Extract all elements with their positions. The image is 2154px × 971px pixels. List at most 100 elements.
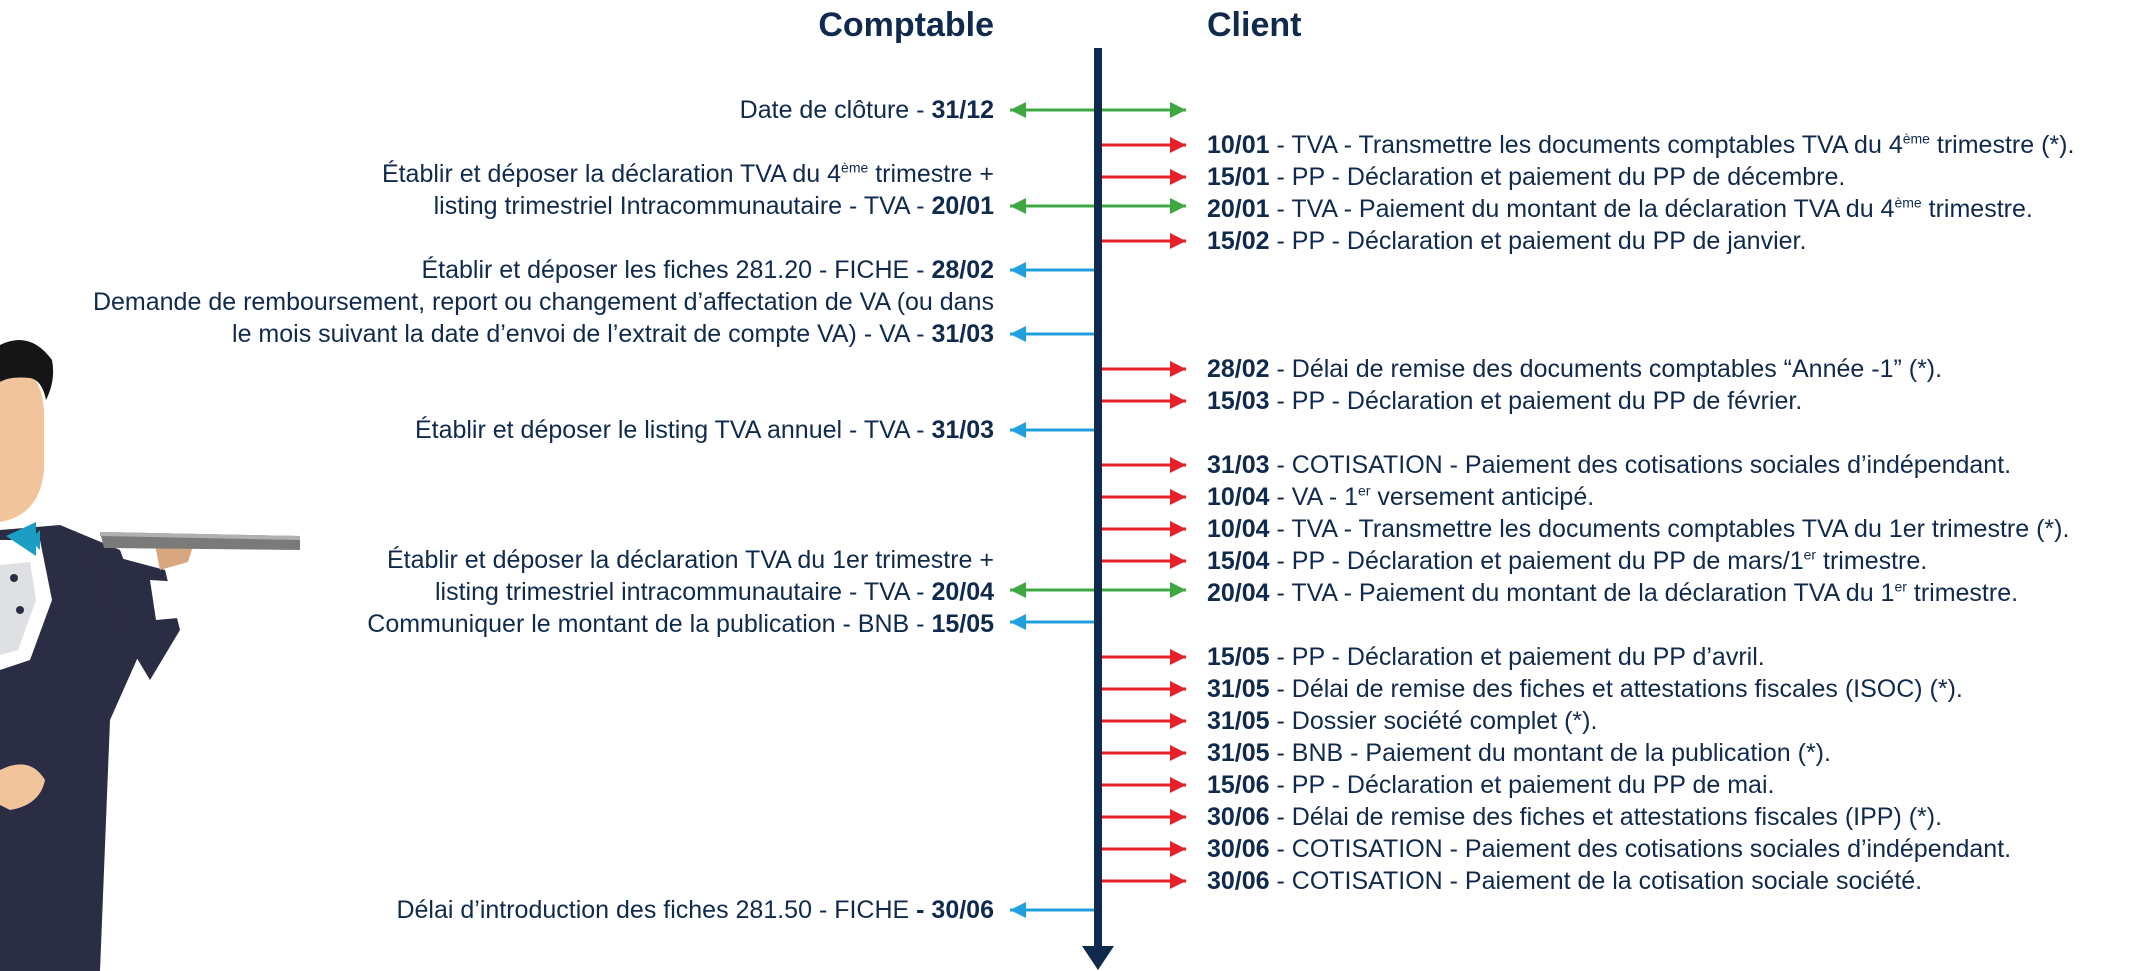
green-arrow-left [1010, 198, 1094, 214]
client-item: 20/04 - TVA - Paiement du montant de la … [1207, 577, 2147, 609]
deadline-date: 10/04 [1207, 515, 1270, 543]
superscript: er [1894, 578, 1907, 595]
item-text: - Délai de remise des fiches et attestat… [1269, 803, 1943, 831]
blue-arrow [1010, 902, 1094, 918]
deadline-date: 15/02 [1207, 227, 1270, 255]
red-arrow [1102, 169, 1186, 185]
client-item: 31/05 - BNB - Paiement du montant de la … [1207, 737, 2147, 769]
line-text: listing trimestriel Intracommunautaire -… [433, 192, 932, 220]
client-item: 30/06 - COTISATION - Paiement de la coti… [1207, 865, 2147, 897]
client-item: 30/06 - Délai de remise des fiches et at… [1207, 801, 2147, 833]
red-arrow [1102, 745, 1186, 761]
client-item: 28/02 - Délai de remise des documents co… [1207, 353, 2147, 385]
deadline-date: 15/04 [1207, 547, 1270, 575]
line-text: Date de clôture - [739, 96, 932, 124]
red-arrow [1102, 233, 1186, 249]
comptable-item-line: Établir et déposer la déclaration TVA du… [0, 544, 994, 576]
deadline-date: 28/02 [931, 256, 994, 284]
item-text: trimestre (*). [1929, 131, 2075, 159]
comptable-item-line: Établir et déposer les fiches 281.20 - F… [0, 254, 994, 286]
comptable-item-line: Date de clôture - 31/12 [0, 94, 994, 126]
comptable-item-line: le mois suivant la date d’envoi de l’ext… [0, 318, 994, 350]
blue-arrow [1010, 614, 1094, 630]
deadline-date: 30/06 [1207, 835, 1270, 863]
line-text: Établir et déposer le listing TVA annuel… [414, 416, 932, 444]
deadline-date: 28/02 [1207, 355, 1270, 383]
line-text: Communiquer le montant de la publication… [367, 610, 932, 638]
item-text: - COTISATION - Paiement de la cotisation… [1269, 867, 1923, 895]
red-arrow [1102, 809, 1186, 825]
line-text: listing trimestriel intracommunautaire -… [434, 578, 932, 606]
red-arrow [1102, 649, 1186, 665]
item-text: - Délai de remise des fiches et attestat… [1269, 675, 1963, 703]
timeline-axis [1094, 48, 1102, 948]
timeline-arrow-head [1082, 946, 1114, 970]
comptable-item: Délai d’introduction des fiches 281.50 -… [0, 894, 994, 926]
blue-arrow [1010, 326, 1094, 342]
item-text: - PP - Déclaration et paiement du PP de … [1269, 387, 1803, 415]
comptable-item-line: Établir et déposer la déclaration TVA du… [0, 158, 994, 190]
waiter-icon [0, 340, 300, 971]
line-text: Établir et déposer la déclaration TVA du… [381, 160, 842, 188]
item-text: - Délai de remise des documents comptabl… [1269, 355, 1943, 383]
deadline-date: - 30/06 [916, 896, 994, 924]
item-text: - PP - Déclaration et paiement du PP de … [1269, 547, 1804, 575]
deadline-date: 10/01 [1207, 131, 1270, 159]
comptable-item: Établir et déposer la déclaration TVA du… [0, 544, 994, 608]
line-text: Établir et déposer les fiches 281.20 - F… [421, 256, 932, 284]
line-text: Demande de remboursement, report ou chan… [92, 288, 994, 316]
item-text: - TVA - Transmettre les documents compta… [1269, 131, 1903, 159]
deadline-date: 31/05 [1207, 739, 1270, 767]
comptable-item-line: listing trimestriel Intracommunautaire -… [0, 190, 994, 222]
comptable-header: Comptable [818, 6, 994, 44]
comptable-item-line: Communiquer le montant de la publication… [0, 608, 994, 640]
client-item: 31/03 - COTISATION - Paiement des cotisa… [1207, 449, 2147, 481]
deadline-date: 30/06 [1207, 867, 1270, 895]
comptable-item: Communiquer le montant de la publication… [0, 608, 994, 640]
item-text: - VA - 1 [1269, 483, 1359, 511]
deadline-date: 20/01 [1207, 195, 1270, 223]
comptable-item: Date de clôture - 31/12 [0, 94, 994, 126]
deadline-date: 31/12 [931, 96, 994, 124]
superscript: er [1803, 546, 1817, 563]
green-arrow-left [1010, 582, 1094, 598]
green-arrow-right [1102, 102, 1186, 118]
line-text: le mois suivant la date d’envoi de l’ext… [232, 320, 932, 348]
red-arrow [1102, 873, 1186, 889]
item-text: - PP - Déclaration et paiement du PP d’a… [1269, 643, 1765, 671]
comptable-item-line: Délai d’introduction des fiches 281.50 -… [0, 894, 994, 926]
client-item: 30/06 - COTISATION - Paiement des cotisa… [1207, 833, 2147, 865]
comptable-item: Établir et déposer la déclaration TVA du… [0, 158, 994, 222]
deadline-date: 20/01 [931, 192, 994, 220]
client-item: 15/05 - PP - Déclaration et paiement du … [1207, 641, 2147, 673]
deadline-date: 15/01 [1207, 163, 1270, 191]
comptable-item-line: listing trimestriel intracommunautaire -… [0, 576, 994, 608]
comptable-item: Établir et déposer le listing TVA annuel… [0, 414, 994, 446]
line-text: trimestre + [868, 160, 994, 188]
comptable-item: Demande de remboursement, report ou chan… [0, 286, 994, 350]
item-text: - PP - Déclaration et paiement du PP de … [1269, 227, 1807, 255]
client-header: Client [1207, 6, 1302, 44]
item-text: - Dossier société complet (*). [1269, 707, 1598, 735]
comptable-item-line: Demande de remboursement, report ou chan… [0, 286, 994, 318]
red-arrow [1102, 489, 1186, 505]
line-text: Établir et déposer la déclaration TVA du… [386, 546, 994, 574]
red-arrow [1102, 777, 1186, 793]
item-text: - BNB - Paiement du montant de la public… [1269, 739, 1831, 767]
item-text: - TVA - Transmettre les documents compta… [1269, 515, 2070, 543]
deadline-date: 15/03 [1207, 387, 1270, 415]
client-item: 15/06 - PP - Déclaration et paiement du … [1207, 769, 2147, 801]
item-text: - COTISATION - Paiement des cotisations … [1269, 835, 2012, 863]
deadline-date: 31/05 [1207, 707, 1270, 735]
red-arrow [1102, 713, 1186, 729]
deadline-date: 30/06 [1207, 803, 1270, 831]
item-text: - COTISATION - Paiement des cotisations … [1269, 451, 2012, 479]
client-item: 20/01 - TVA - Paiement du montant de la … [1207, 193, 2147, 225]
item-text: - PP - Déclaration et paiement du PP de … [1269, 771, 1775, 799]
deadline-date: 20/04 [1207, 579, 1270, 607]
line-text: Délai d’introduction des fiches 281.50 -… [396, 896, 917, 924]
client-item: 31/05 - Délai de remise des fiches et at… [1207, 673, 2147, 705]
comptable-item-line: Établir et déposer le listing TVA annuel… [0, 414, 994, 446]
item-text: trimestre. [1921, 195, 2033, 223]
